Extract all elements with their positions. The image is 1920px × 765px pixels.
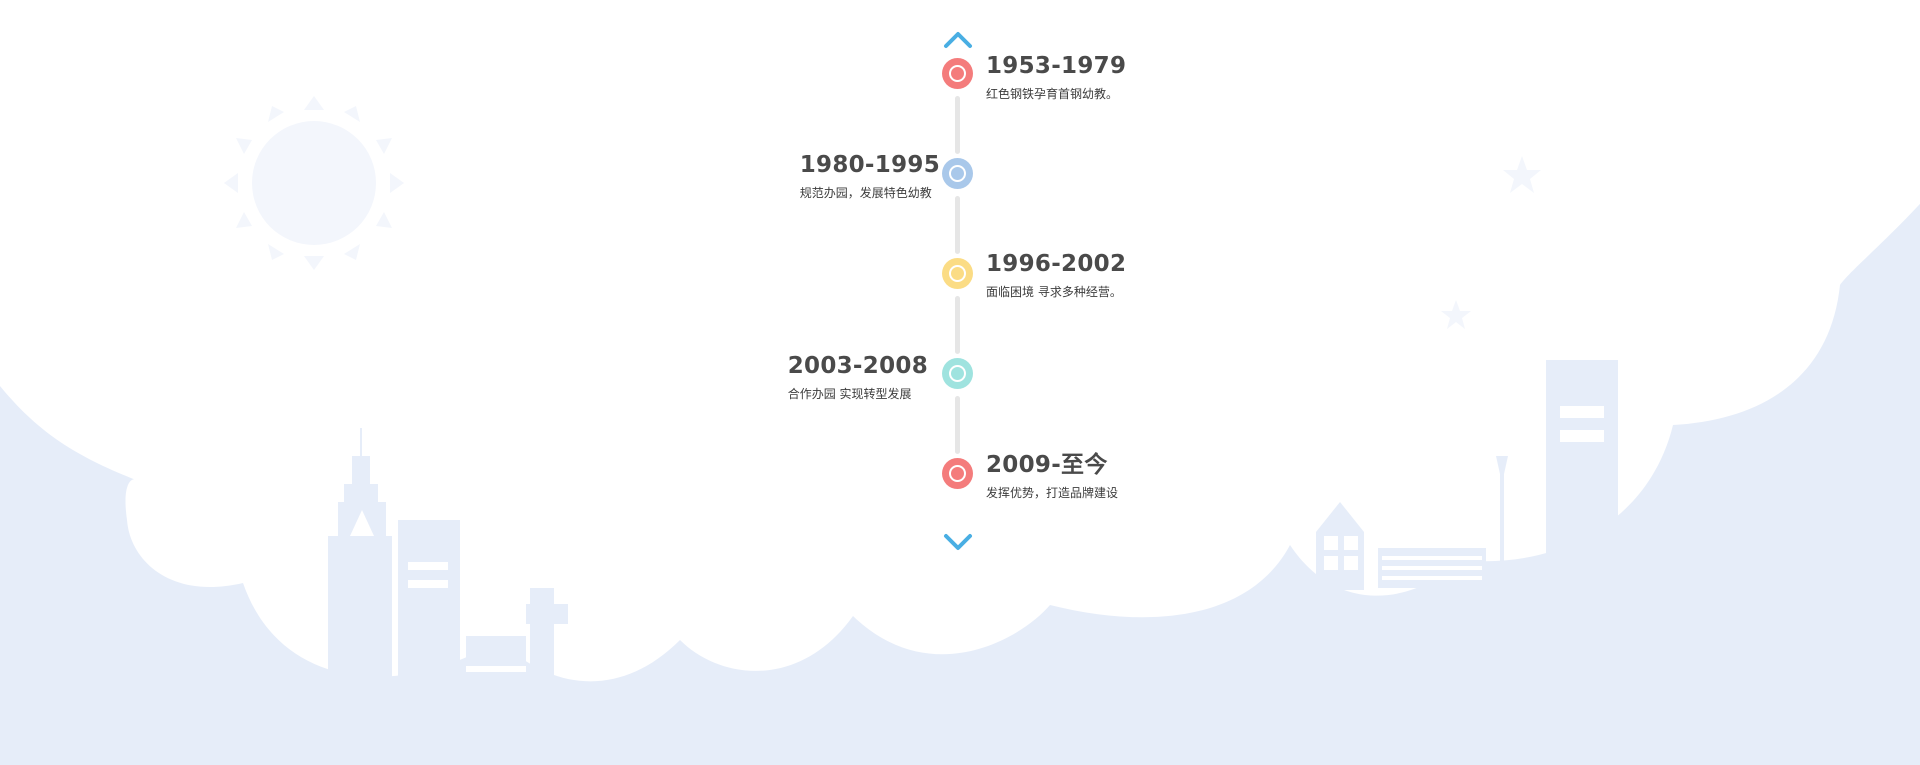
- chevron-down-icon: [944, 534, 972, 550]
- node-ring-icon: [949, 465, 966, 482]
- entry-description: 面临困境 寻求多种经营。: [986, 285, 1122, 299]
- entry-description: 合作办园 实现转型发展: [787, 387, 912, 401]
- sun-icon: [224, 96, 404, 270]
- timeline-rail: [955, 296, 960, 354]
- node-ring-icon: [949, 265, 966, 282]
- timeline-node[interactable]: [942, 58, 973, 89]
- timeline-node[interactable]: [942, 458, 973, 489]
- city-left-silhouette: [328, 428, 568, 728]
- entry-period: 2003-2008: [787, 353, 928, 379]
- timeline-entry: 2003-2008 合作办园 实现转型发展: [788, 352, 928, 402]
- node-ring-icon: [949, 365, 966, 382]
- scroll-up-button[interactable]: [942, 28, 974, 52]
- timeline-entry: 1980-1995 规范办园，发展特色幼教: [800, 151, 940, 201]
- timeline-rail: [955, 96, 960, 154]
- star-icon: [1441, 156, 1541, 329]
- entry-period: 1980-1995: [799, 152, 940, 178]
- entry-period: 1953-1979: [986, 53, 1127, 79]
- node-ring-icon: [949, 65, 966, 82]
- timeline-rail: [955, 196, 960, 254]
- timeline-entry: 2009-至今 发挥优势，打造品牌建设: [986, 451, 1118, 501]
- entry-description: 发挥优势，打造品牌建设: [986, 486, 1119, 500]
- timeline-node[interactable]: [942, 158, 973, 189]
- timeline-entry: 1953-1979 红色钢铁孕育首钢幼教。: [986, 52, 1126, 102]
- entry-period: 2009-至今: [986, 452, 1108, 478]
- timeline-rail: [955, 396, 960, 454]
- entry-description: 红色钢铁孕育首钢幼教。: [986, 87, 1119, 101]
- timeline-entry: 1996-2002 面临困境 寻求多种经营。: [986, 250, 1126, 300]
- entry-description: 规范办园，发展特色幼教: [799, 186, 932, 200]
- entry-period: 1996-2002: [986, 251, 1127, 277]
- node-ring-icon: [949, 165, 966, 182]
- chevron-up-icon: [944, 32, 972, 48]
- timeline-node[interactable]: [942, 258, 973, 289]
- timeline-node[interactable]: [942, 358, 973, 389]
- scroll-down-button[interactable]: [942, 530, 974, 554]
